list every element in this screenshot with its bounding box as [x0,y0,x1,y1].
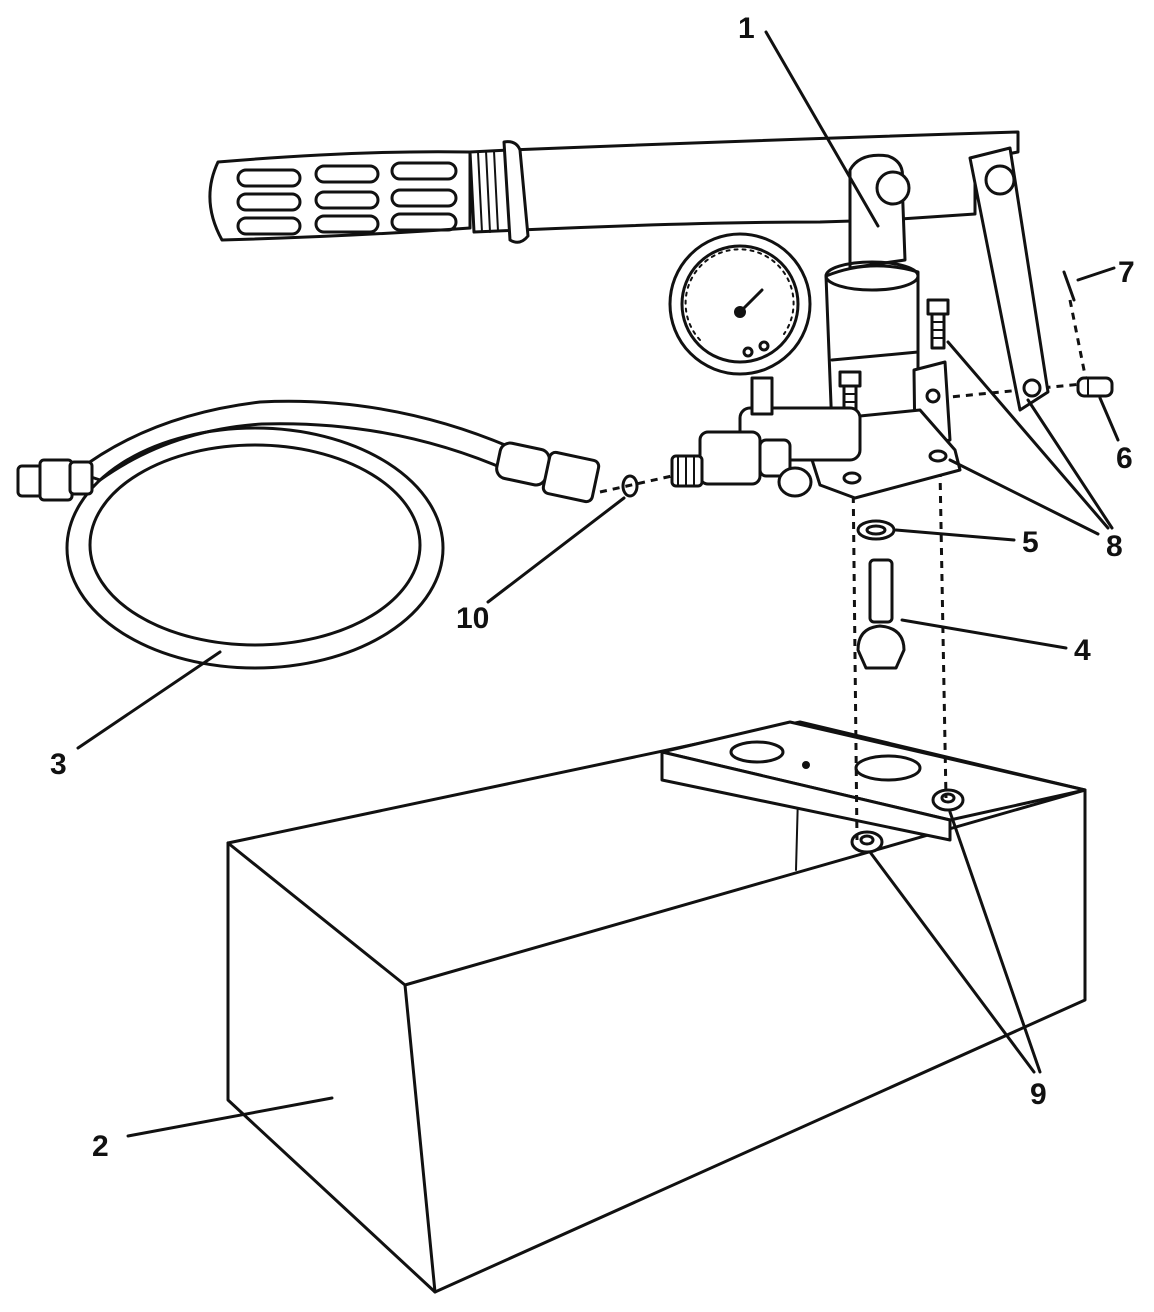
grip-slots [236,161,458,236]
o-ring [621,474,639,498]
label-part-6: 6 [1116,442,1133,475]
bolt [926,298,950,350]
hose [16,399,601,670]
label-part-8: 8 [1106,530,1123,563]
link-arm [968,146,1050,412]
water-tank [226,720,1087,1294]
pressure-gauge [668,232,812,416]
label-part-2: 2 [92,1130,109,1163]
washer [856,519,896,541]
label-part-5: 5 [1022,526,1039,559]
split-pin [1062,270,1076,302]
valve-body [670,406,862,498]
pivot-pin [1076,376,1114,398]
part-labels: 1 2 3 4 5 6 7 8 9 10 [50,12,1135,1163]
suction-valve [856,558,906,670]
label-part-9: 9 [1030,1078,1047,1111]
tank-mounting-plate [660,720,1087,842]
mounting-nut [850,830,884,854]
mounting-nut [931,788,965,812]
label-part-1: 1 [738,12,755,45]
alignment-lines [599,299,1088,841]
label-part-3: 3 [50,748,67,781]
label-part-7: 7 [1118,256,1135,289]
label-part-4: 4 [1074,634,1091,667]
label-part-10: 10 [456,602,489,635]
leader-lines [76,30,1120,1138]
